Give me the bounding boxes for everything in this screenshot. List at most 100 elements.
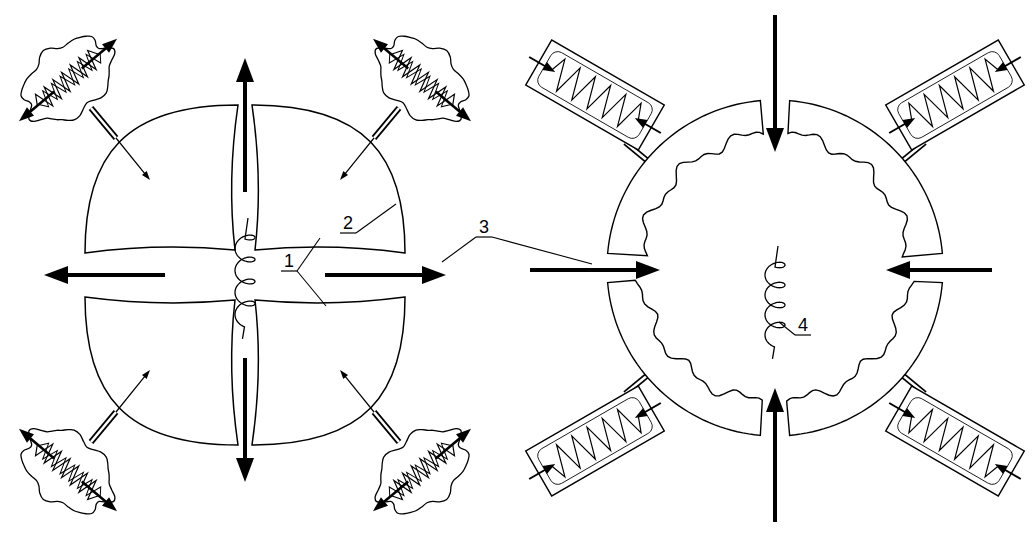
housing-wire [535, 395, 655, 488]
compression-arrow-head [903, 408, 918, 422]
jaw-segment [252, 297, 405, 445]
spring-cloud [0, 9, 140, 148]
force-arrow-shaft [344, 375, 374, 412]
spring-housing [516, 34, 674, 155]
rod-core [91, 108, 116, 138]
right-assembly [516, 15, 1034, 522]
compression-arrow-shaft [643, 403, 660, 413]
compression-arrow-shaft [643, 123, 660, 133]
compression-arrow-shaft [889, 123, 906, 133]
cloud-outline [357, 408, 489, 535]
compression-arrow-head [993, 460, 1008, 474]
spring-cloud [0, 402, 140, 537]
housing-wire [895, 49, 1015, 142]
force-arrow-shaft [116, 138, 146, 175]
compression-arrow-shaft [1003, 57, 1020, 67]
helical-spring [235, 218, 255, 339]
radial-arrow-shaft [773, 15, 777, 130]
callout-underline [476, 236, 492, 237]
force-arrow-head [142, 370, 150, 379]
extension-arrow-head [102, 35, 121, 53]
leader-lines [281, 204, 811, 335]
callout-underline [795, 334, 811, 335]
helical-spring [765, 246, 785, 359]
cloud-outline [357, 15, 489, 142]
radial-arrow-head [636, 261, 660, 279]
extension-arrow-shaft [29, 437, 54, 458]
callout-number: 1 [283, 252, 295, 270]
left-assembly [0, 9, 496, 537]
rod-core [91, 412, 116, 442]
cloud-outline [1, 408, 133, 535]
leader-line [356, 204, 396, 233]
rod-outline [374, 108, 399, 138]
rod-core [374, 412, 399, 442]
zigzag-spring [544, 402, 647, 480]
segment-quadrant [252, 297, 496, 537]
spring-cloud [350, 402, 495, 537]
spring-cloud [350, 9, 495, 148]
radial-arrow-head [766, 388, 784, 412]
compression-arrow-shaft [1003, 469, 1020, 479]
radial-arrow-head [886, 261, 910, 279]
radial-arrow-head [422, 266, 446, 284]
housing-box [886, 386, 1025, 496]
spring-housing [876, 380, 1034, 501]
housing-wire [895, 395, 1015, 488]
spring-unit [516, 34, 674, 162]
compression-arrow-head [903, 114, 918, 128]
housing-box [526, 40, 665, 150]
callout-number: 2 [342, 214, 354, 232]
rod-outline [91, 108, 116, 138]
ring-segment [608, 280, 763, 435]
radial-arrow-shaft [243, 358, 247, 460]
compression-arrow-shaft [529, 57, 546, 67]
segment-quadrant [0, 9, 238, 253]
force-arrow-shaft [344, 138, 374, 175]
extension-arrow-head [369, 497, 388, 515]
rod-outline [91, 412, 116, 442]
extension-arrow-shaft [82, 47, 107, 68]
radial-arrow-head [236, 458, 254, 482]
callout-underline [340, 232, 356, 233]
housing-box [886, 40, 1025, 150]
force-arrow-head [142, 171, 150, 180]
leader-line [779, 322, 795, 335]
cloud-outline [1, 15, 133, 142]
compression-arrow-head [543, 460, 558, 474]
zigzag-spring [904, 402, 1007, 480]
radial-arrow-shaft [773, 410, 777, 522]
jaw-segment [85, 105, 238, 253]
segment-quadrant [252, 9, 496, 253]
leader-line [297, 271, 326, 306]
compression-arrow-head [543, 62, 558, 76]
force-arrow-head [340, 171, 348, 180]
jaw-segment [85, 297, 238, 445]
force-arrow-shaft [116, 375, 146, 412]
spring-unit [876, 374, 1034, 502]
segment-quadrant [0, 297, 238, 537]
radial-arrow-shaft [325, 273, 424, 277]
leader-line [442, 237, 476, 262]
housing-wire [535, 49, 655, 142]
extension-arrow-head [456, 425, 475, 443]
extension-arrow-shaft [82, 482, 107, 503]
rod-core [374, 108, 399, 138]
extension-arrow-shaft [436, 92, 461, 113]
radial-arrow-head [766, 128, 784, 152]
compression-arrow-head [633, 408, 648, 422]
radial-arrow-head [44, 266, 68, 284]
ring-segment [788, 101, 942, 257]
extension-arrow-shaft [383, 47, 408, 68]
compression-arrow-shaft [529, 469, 546, 479]
radial-arrow-shaft [66, 273, 165, 277]
spring-housing [876, 34, 1034, 155]
radial-arrow-shaft [908, 268, 992, 272]
callout-number: 4 [797, 316, 809, 334]
force-arrow-head [340, 370, 348, 379]
extension-arrow-shaft [29, 92, 54, 113]
jaw-segment [252, 105, 405, 253]
extension-arrow-head [102, 497, 121, 515]
